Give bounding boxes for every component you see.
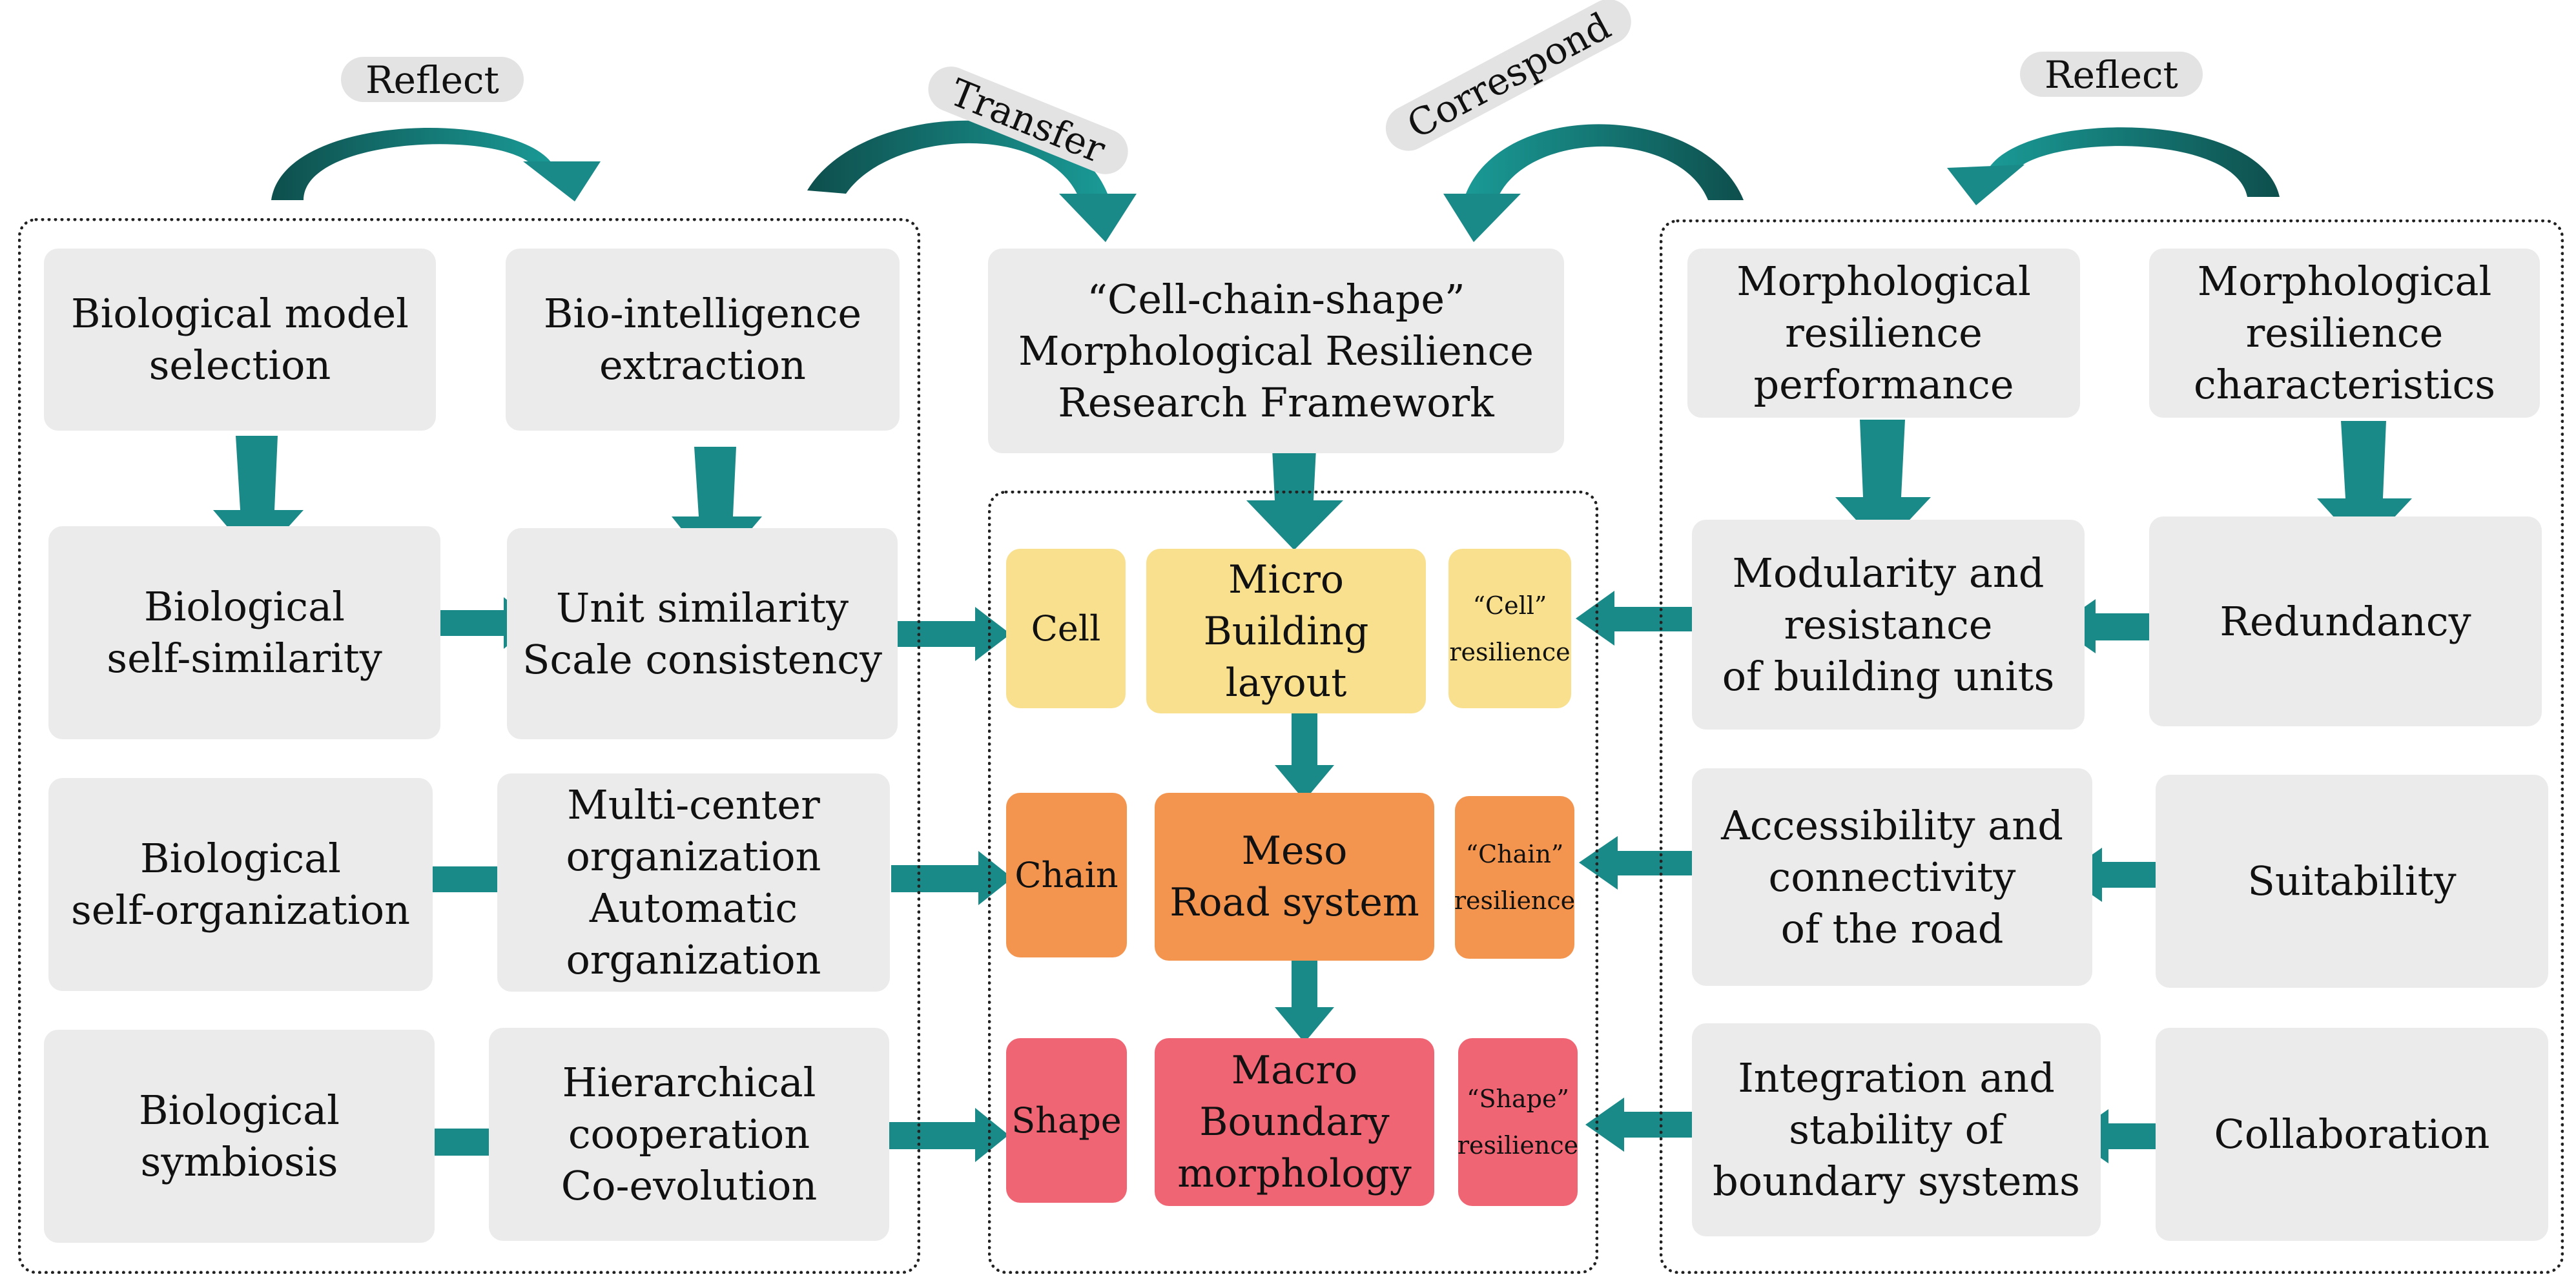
box-collaboration: Collaboration — [2156, 1028, 2548, 1241]
right-arrow-row2-a — [417, 597, 536, 649]
connector-meso-to-macro — [1275, 956, 1334, 1043]
center-panel-region — [988, 491, 1598, 1274]
right-arrow-row2-b — [886, 607, 1011, 661]
tag-cell: Cell — [1006, 549, 1126, 708]
tag-shape: Shape — [1006, 1038, 1127, 1203]
box-framework-title: “Cell-chain-shape”Morphological Resilien… — [988, 249, 1564, 453]
left-arrow-row4-a — [1585, 1098, 1702, 1152]
left-panel-region — [18, 218, 920, 1274]
curved-arrow-reflect-right — [1947, 127, 2280, 205]
down-arrow-right-col1 — [1835, 420, 1931, 549]
right-arrow-row4-b — [886, 1108, 1009, 1162]
box-cell-resilience: “Cell”resilience — [1448, 549, 1571, 708]
left-arrow-row3-a — [1579, 836, 1697, 890]
curved-arrow-correspond — [1443, 124, 1744, 242]
down-arrow-framework — [1246, 423, 1343, 550]
left-arrow-row2-b — [2057, 599, 2175, 653]
box-suitability: Suitability — [2156, 775, 2548, 988]
left-arrow-row3-b — [2063, 848, 2181, 902]
box-shape-resilience: “Shape”resilience — [1458, 1038, 1578, 1206]
label-reflect-left: Reflect — [341, 57, 524, 102]
label-reflect-right: Reflect — [2020, 52, 2203, 97]
box-redundancy: Redundancy — [2149, 516, 2542, 726]
box-chain-resilience: “Chain”resilience — [1454, 796, 1575, 959]
connector-micro-to-meso — [1275, 710, 1334, 801]
right-arrow-row3-b — [891, 851, 1013, 905]
curved-arrow-reflect-left — [271, 128, 601, 201]
tag-chain: Chain — [1006, 793, 1127, 957]
left-arrow-row2-a — [1576, 591, 1692, 646]
right-panel-region — [1660, 220, 2564, 1274]
